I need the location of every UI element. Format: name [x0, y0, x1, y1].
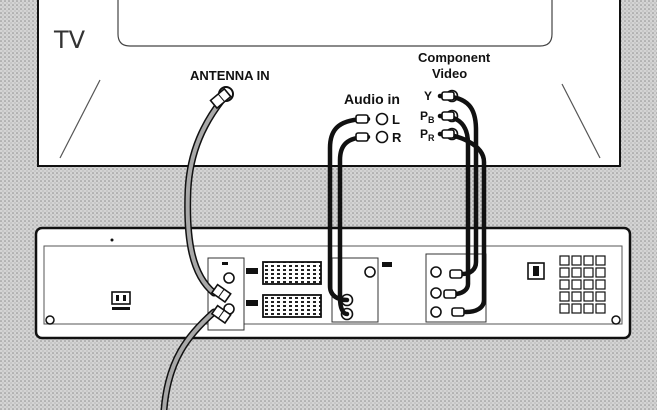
component-pb-sub: B: [428, 115, 435, 125]
screw-left: [45, 315, 55, 325]
vent-slot: [595, 267, 606, 278]
vent-dot: [110, 238, 114, 242]
vent-slot: [559, 279, 570, 290]
audio-plug-l-tv: [355, 114, 369, 124]
output-switch-knob: [533, 266, 539, 276]
component-y-label: Y: [424, 89, 432, 103]
scart-1[interactable]: [262, 261, 322, 285]
vent-slot: [583, 267, 594, 278]
component-cables: [437, 91, 487, 317]
antenna-in-label: ANTENNA IN: [190, 68, 270, 83]
vent-slot: [559, 267, 570, 278]
vent-slot: [571, 303, 582, 314]
scart-connectors: [246, 261, 322, 318]
scart-2[interactable]: [262, 294, 322, 318]
vent-slot: [571, 291, 582, 302]
vent-slot: [583, 291, 594, 302]
audio-cables: [327, 114, 371, 317]
tv-screen-bezel: [117, 0, 553, 47]
vent-grid: [559, 255, 606, 314]
vent-slot: [595, 303, 606, 314]
component-pr-sub: R: [428, 133, 435, 143]
scart1-tag: [246, 268, 258, 274]
vent-slot: [583, 255, 594, 266]
component-plug-pr-rec: [451, 307, 465, 317]
recorder-inner-frame: [43, 245, 623, 325]
vent-slot: [595, 279, 606, 290]
tv-label: TV: [53, 26, 86, 54]
audio-plug-r-tv: [355, 132, 369, 142]
component-pr-label: PR: [420, 127, 435, 143]
component-plug-pr-tv: [441, 129, 455, 139]
audio-right-label: R: [392, 130, 402, 145]
tv-stand-line-left: [59, 79, 101, 159]
vent-slot: [571, 267, 582, 278]
antenna-cable-tv: [185, 98, 224, 295]
antenna-mark: [222, 262, 228, 265]
tv: TV: [37, 0, 621, 167]
aerial-cable: [162, 310, 216, 410]
scart2-tag: [246, 300, 258, 306]
recorder-video-jack[interactable]: [430, 266, 442, 278]
recorder-extra-jack[interactable]: [430, 306, 442, 318]
component-plug-pb-rec: [443, 289, 457, 299]
audio-left-label: L: [392, 112, 400, 127]
antenna-cables: [160, 87, 232, 410]
component-pb-label: PB: [420, 109, 435, 125]
vent-slot: [559, 291, 570, 302]
audio-cable-r: [337, 134, 371, 317]
component-plug-y-tv: [441, 91, 455, 101]
recorder-svideo-jack[interactable]: [430, 287, 442, 299]
component-label-line1: Component: [418, 50, 491, 65]
vent-slot: [571, 255, 582, 266]
recorder-digital-out-jack[interactable]: [364, 266, 376, 278]
tv-stand-line-right: [561, 83, 601, 159]
vent-slot: [559, 255, 570, 266]
vent-slot: [595, 291, 606, 302]
antenna-plug-in: [210, 304, 232, 325]
vent-slot: [595, 255, 606, 266]
vent-slot: [559, 303, 570, 314]
audio-mark: [382, 262, 392, 267]
tv-audio-r-jack[interactable]: [375, 130, 389, 144]
antenna-plug-out: [210, 283, 232, 304]
component-pr-main: P: [420, 127, 428, 141]
vent-slot: [571, 279, 582, 290]
vent-slot: [583, 279, 594, 290]
component-pb-main: P: [420, 109, 428, 123]
component-label-line2: Video: [432, 66, 467, 81]
screw-right: [611, 315, 621, 325]
vent-slot: [583, 303, 594, 314]
component-plug-y-rec: [449, 269, 463, 279]
recorder-rear-panel: [34, 226, 632, 340]
tv-audio-jacks[interactable]: [375, 112, 389, 144]
tv-audio-l-jack[interactable]: [375, 112, 389, 126]
audio-in-label: Audio in: [344, 91, 400, 107]
component-plug-pb-tv: [441, 111, 455, 121]
component-cable-pr: [437, 131, 487, 315]
antenna-plug-tv: [209, 87, 232, 110]
component-cable-pb: [437, 113, 471, 297]
power-inlet[interactable]: [111, 291, 131, 310]
recorder-antenna-out-jack[interactable]: [223, 272, 235, 284]
